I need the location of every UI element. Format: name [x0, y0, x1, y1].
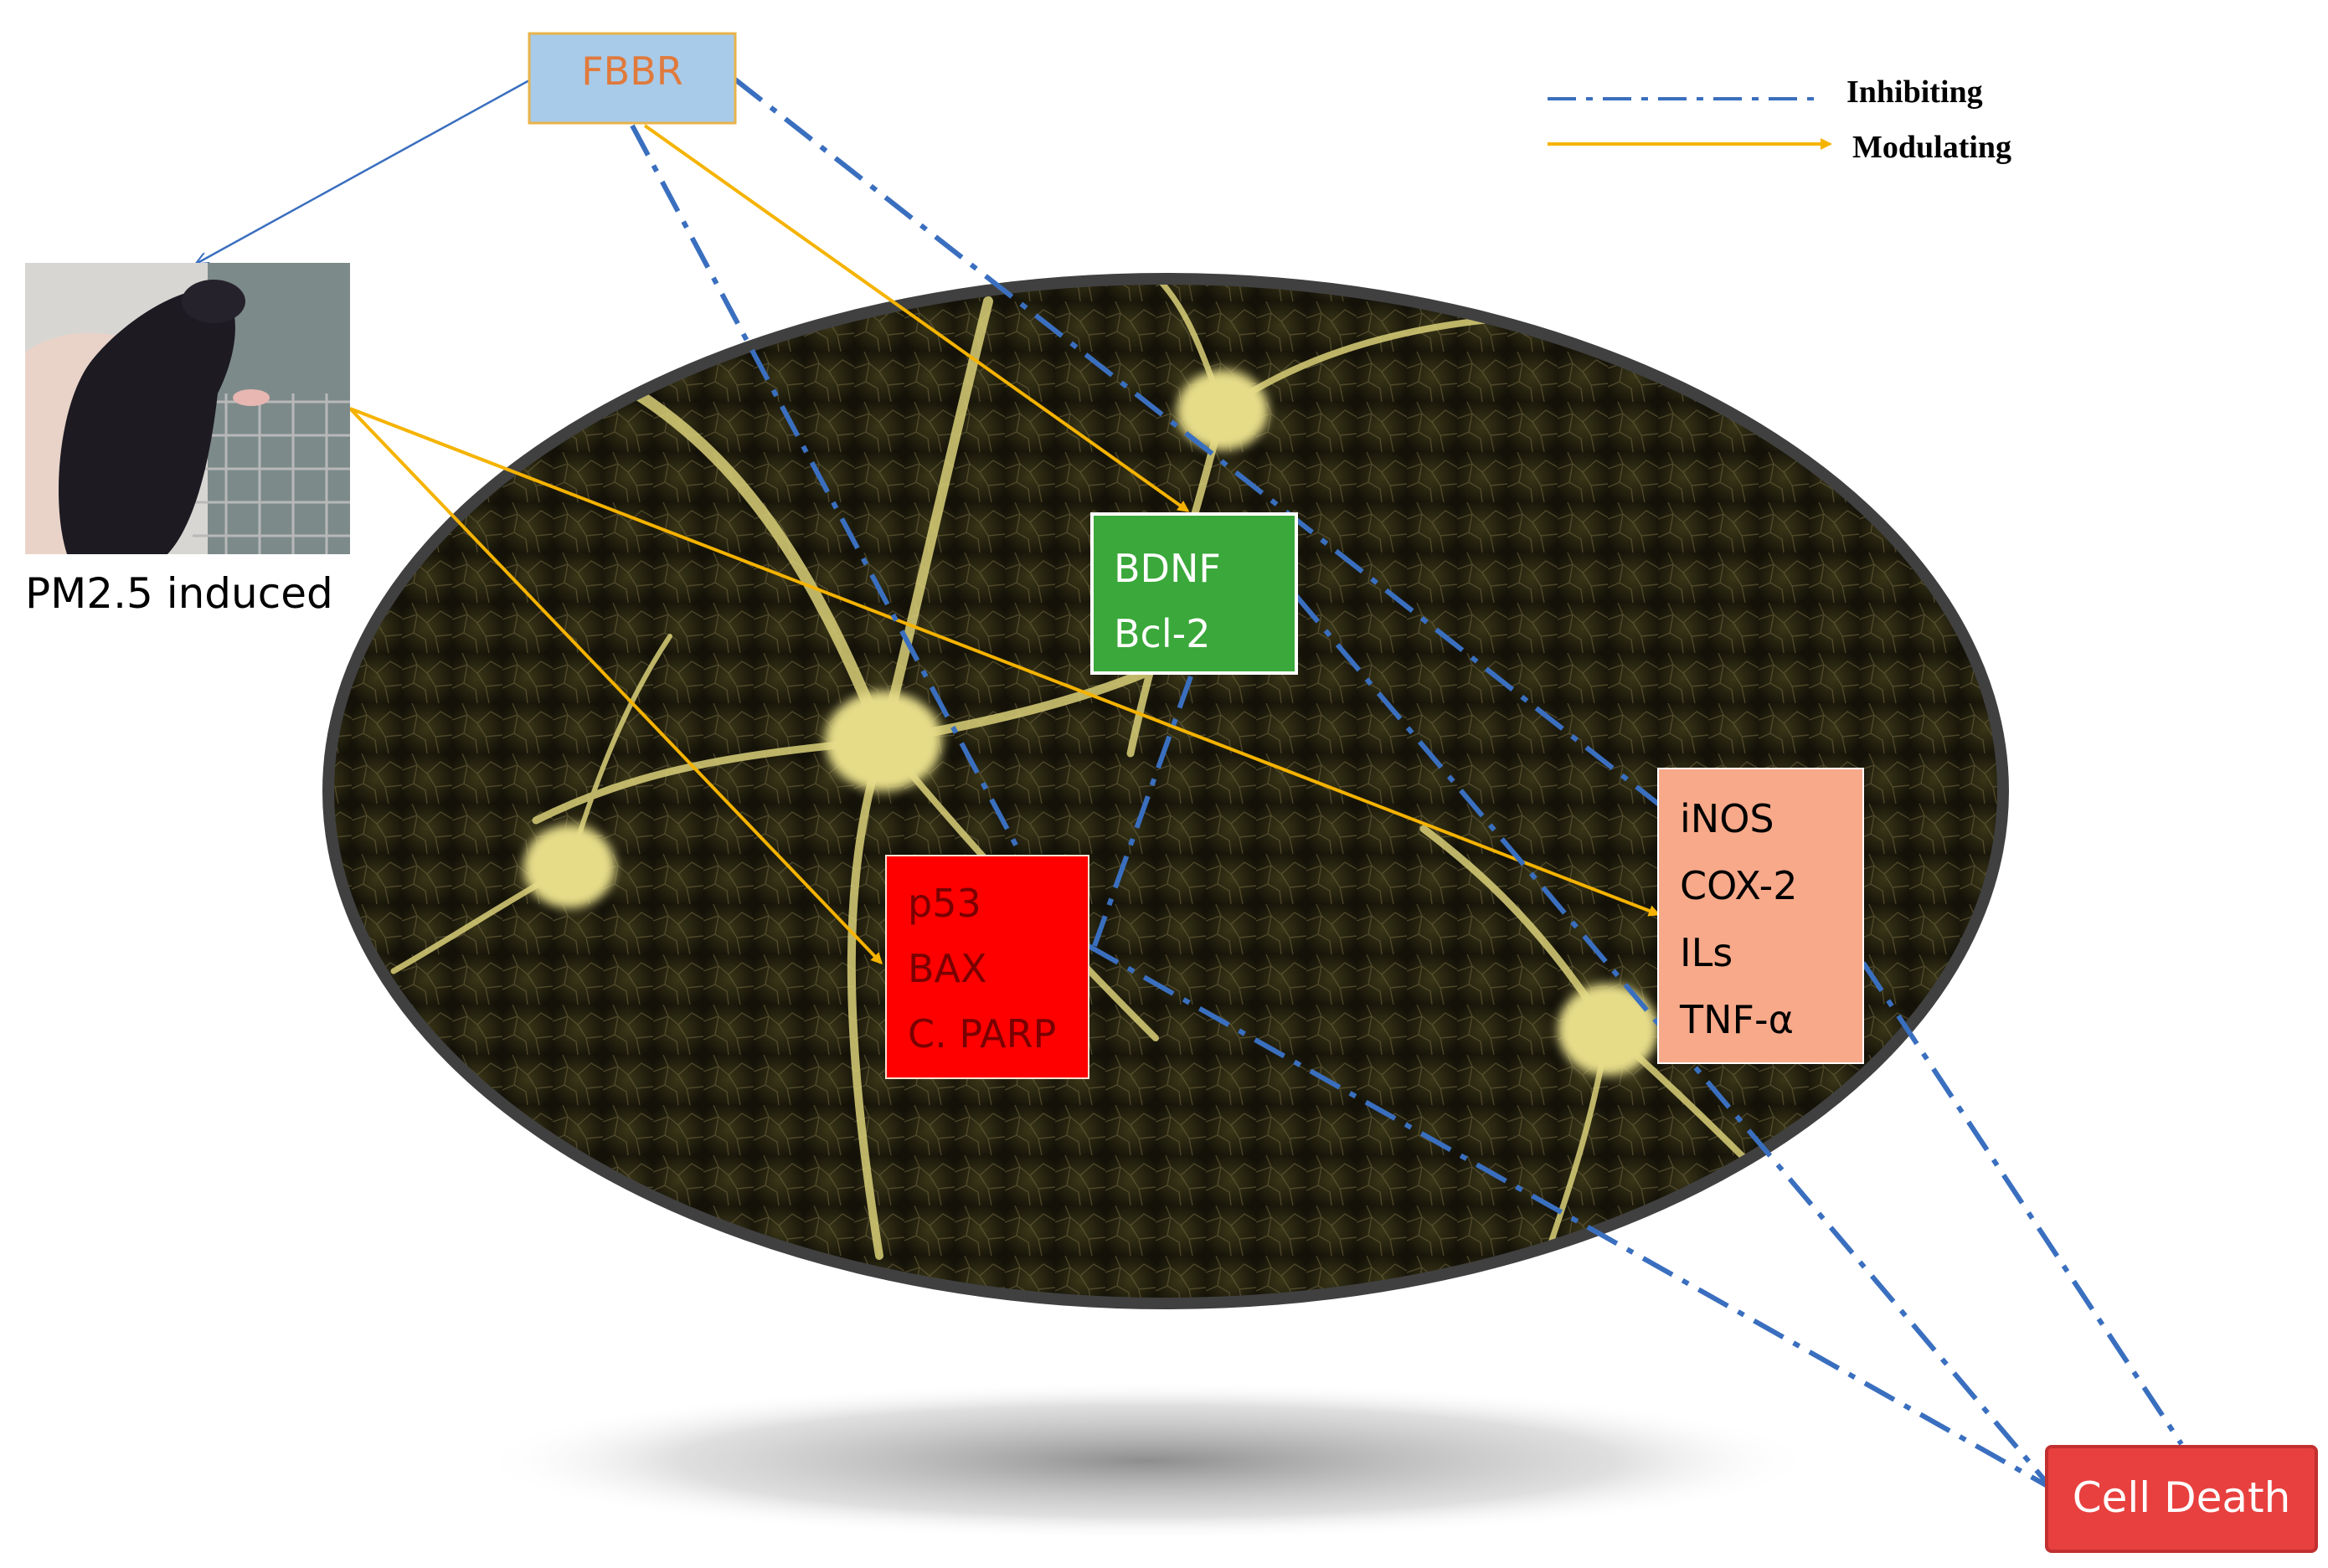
arrow-fbbr-to-mouse: [198, 79, 530, 263]
inhibit-inos-to-celldeath: [1861, 961, 2184, 1446]
arrow-pm25-to-inos: [349, 407, 1661, 917]
tnfa-label: TNF-α: [1680, 997, 1794, 1042]
inhibit-bdnf-to-p53: [1092, 675, 1193, 948]
ils-label: ILs: [1680, 930, 1733, 975]
legend-modulating-label: Modulating: [1852, 130, 2012, 165]
p53-label: p53: [908, 881, 981, 926]
arrow-pm25-to-p53: [348, 407, 883, 965]
modulating-arrows: [348, 124, 1661, 965]
inhibit-fbbr-to-p53: [630, 124, 1041, 889]
ellipse-shadow: [477, 1381, 1817, 1540]
cox2-label: COX-2: [1680, 863, 1798, 908]
inhibit-p53-to-celldeath: [1087, 943, 2049, 1488]
inflammation-box: [1657, 768, 1864, 1064]
bax-label: BAX: [908, 946, 987, 991]
cparp-label: C. PARP: [908, 1011, 1057, 1056]
cell-death-label: Cell Death: [2072, 1473, 2291, 1522]
bdnf-box: [1090, 512, 1298, 675]
inos-label: iNOS: [1680, 796, 1774, 841]
fbbr-box: [528, 32, 737, 125]
arrow-fbbr-to-bdnf: [643, 124, 1190, 512]
inflammation-box-text: iNOS COX-2 ILs TNF-α: [1680, 785, 1797, 1053]
apoptosis-box-text: p53 BAX C. PARP: [908, 871, 1056, 1067]
pm25-label: PM2.5 induced: [25, 569, 333, 618]
bdnf-label: BDNF: [1114, 546, 1221, 591]
legend-inhibiting-label: Inhibiting: [1846, 75, 1983, 110]
apoptosis-box: [885, 855, 1089, 1079]
fbbr-label: FBBR: [581, 49, 683, 94]
bcl2-label: Bcl-2: [1114, 611, 1211, 656]
mouse-photo: [25, 263, 350, 554]
bdnf-box-text: BDNF Bcl-2: [1114, 536, 1221, 666]
cell-death-box: [2045, 1445, 2318, 1553]
